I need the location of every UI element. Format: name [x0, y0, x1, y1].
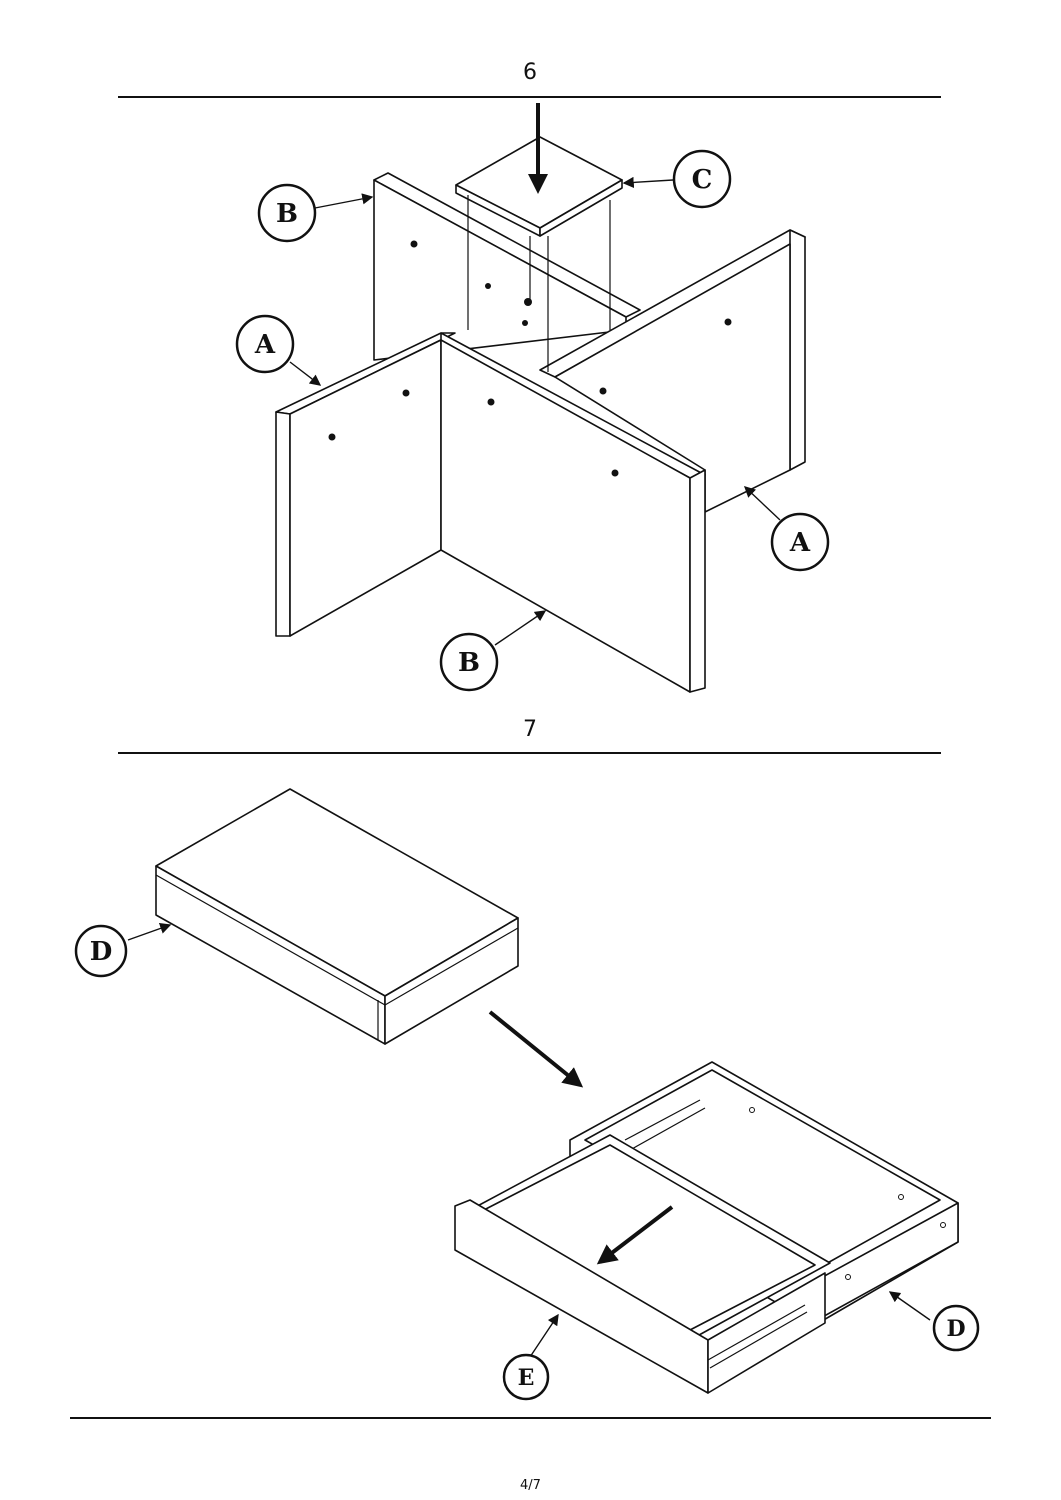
callout-c: C — [672, 149, 732, 209]
page-number: 4/7 — [520, 1478, 541, 1493]
svg-text:B: B — [276, 199, 298, 229]
callout-d-top: D — [74, 924, 128, 978]
svg-text:D: D — [90, 937, 113, 967]
svg-text:B: B — [458, 648, 480, 678]
callout-a-left: A — [235, 314, 295, 374]
callout-a-right: A — [770, 512, 830, 572]
step-6-diagram — [275, 103, 806, 693]
callout-d-right: D — [932, 1304, 980, 1352]
footer-divider — [70, 1417, 991, 1419]
svg-text:D: D — [946, 1316, 965, 1342]
svg-text:A: A — [789, 528, 811, 558]
step-6-number: 6 — [523, 60, 537, 85]
callout-b-top: B — [257, 183, 317, 243]
step-7-number: 7 — [523, 717, 537, 742]
step-6-divider — [118, 96, 941, 98]
callout-b-bottom: B — [439, 632, 499, 692]
svg-text:A: A — [254, 330, 276, 360]
step-7-open-drawer — [454, 1061, 959, 1394]
svg-text:E: E — [518, 1365, 535, 1391]
svg-text:C: C — [692, 165, 713, 195]
step-7-divider — [118, 752, 941, 754]
step-7-closed-unit — [155, 788, 519, 1045]
callout-e: E — [502, 1353, 550, 1401]
